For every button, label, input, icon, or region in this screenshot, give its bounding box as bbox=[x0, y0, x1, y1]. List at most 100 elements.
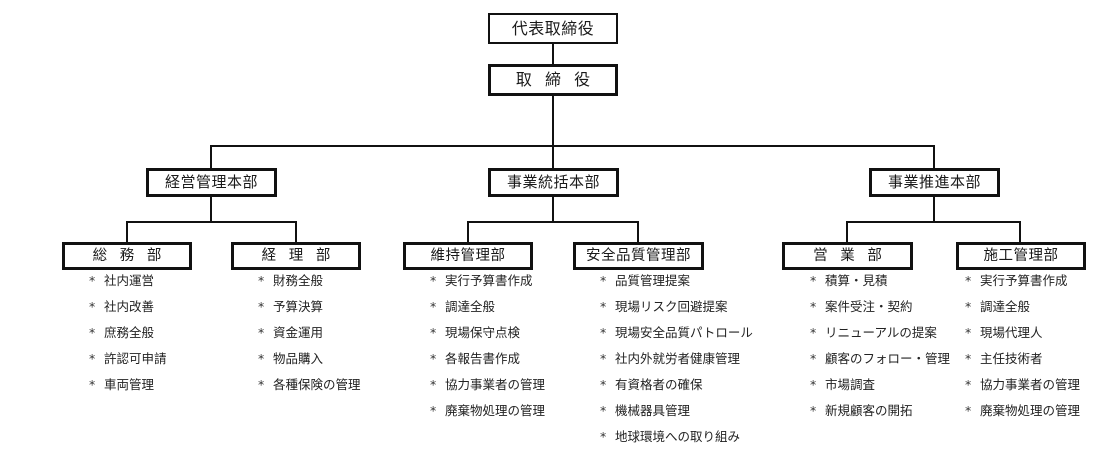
duty-item: * 現場代理人 bbox=[965, 325, 1080, 353]
connector-keiei-down bbox=[210, 196, 212, 221]
duty-item: *廃棄物処理の管理 bbox=[965, 403, 1080, 431]
node-director[interactable]: 取 締 役 bbox=[488, 64, 618, 96]
node-department-keiri-label: 経 理 部 bbox=[261, 247, 335, 264]
asterisk-icon: * bbox=[430, 273, 437, 288]
asterisk-icon: * bbox=[430, 351, 437, 366]
node-department-soumu-label: 総 務 部 bbox=[92, 247, 166, 264]
asterisk-icon: * bbox=[965, 403, 972, 418]
duty-item: * 実行予算書作成 bbox=[430, 273, 545, 301]
duty-item: * 現場保守点検 bbox=[430, 325, 545, 353]
node-division-jigyo-tokatsu-label: 事業統括本部 bbox=[506, 173, 600, 191]
duty-item-label: 各報告書作成 bbox=[445, 351, 521, 366]
connector-drop-ijikanri bbox=[467, 221, 469, 242]
node-director-label: 取 締 役 bbox=[515, 70, 595, 89]
duty-item-label: 市場調査 bbox=[825, 377, 876, 392]
duty-item-label: リニューアルの提案 bbox=[825, 325, 937, 340]
duty-item: * 調達全般 bbox=[430, 299, 545, 327]
asterisk-icon: * bbox=[430, 403, 437, 418]
duty-item: *現場安全品質パトロール bbox=[600, 325, 753, 353]
node-department-anzenhinshitsu-label: 安全品質管理部 bbox=[586, 247, 691, 264]
duty-item-label: 財務全般 bbox=[273, 273, 324, 288]
duty-item: * 許認可申請 bbox=[89, 351, 167, 379]
duty-item: *顧客のフォロー・管理 bbox=[810, 352, 950, 379]
connector-drop-eigyo bbox=[846, 221, 848, 242]
node-department-keiri[interactable]: 経 理 部 bbox=[231, 242, 361, 270]
duty-item-label: 新規顧客の開拓 bbox=[825, 403, 913, 418]
duty-item-label: 機械器具管理 bbox=[615, 403, 691, 418]
node-department-sekokanri[interactable]: 施工管理部 bbox=[956, 242, 1086, 270]
node-division-jigyo-suishin-label: 事業推進本部 bbox=[887, 173, 981, 191]
connector-drop-jigyo-tokatsu bbox=[552, 145, 554, 168]
duty-item: *廃棄物処理の管理 bbox=[430, 403, 545, 431]
node-department-soumu[interactable]: 総 務 部 bbox=[62, 242, 192, 270]
asterisk-icon: * bbox=[810, 273, 817, 288]
asterisk-icon: * bbox=[430, 299, 437, 314]
connector-drop-soumu bbox=[126, 221, 128, 242]
asterisk-icon: * bbox=[89, 351, 96, 366]
connector-jigyo-suishin-down bbox=[933, 196, 935, 221]
node-department-ijikanri-label: 維持管理部 bbox=[430, 247, 506, 264]
node-department-ijikanri[interactable]: 維持管理部 bbox=[403, 242, 533, 270]
duty-item-label: 品質管理提案 bbox=[615, 273, 691, 288]
asterisk-icon: * bbox=[965, 299, 972, 314]
duty-item: * 有資格者の確保 bbox=[600, 377, 753, 405]
connector-jigyo-tokatsu-down bbox=[552, 196, 554, 221]
duty-item-label: 現場リスク回避提案 bbox=[615, 299, 728, 314]
asterisk-icon: * bbox=[258, 273, 265, 288]
asterisk-icon: * bbox=[430, 377, 437, 392]
duty-item: * 庶務全般 bbox=[89, 325, 167, 353]
duty-item: *協力事業者の管理 bbox=[965, 378, 1080, 405]
duty-item: *予算決算 bbox=[258, 300, 361, 327]
duty-list-keiri: *財務全般 *予算決算 *資金運用 *物品購入 *各種保険の管理 bbox=[258, 273, 361, 405]
connector-drop-keiei bbox=[210, 145, 212, 168]
node-division-keiei-label: 経営管理本部 bbox=[164, 173, 258, 191]
asterisk-icon: * bbox=[600, 377, 607, 392]
asterisk-icon: * bbox=[600, 351, 607, 366]
connector-keiei-bus bbox=[126, 221, 296, 223]
duty-item: *車両管理 bbox=[89, 378, 167, 405]
connector-drop-keiri bbox=[295, 221, 297, 242]
duty-item-label: 調達全般 bbox=[445, 299, 496, 314]
duty-item: * 市場調査 bbox=[810, 377, 950, 405]
duty-item: *案件受注・契約 bbox=[810, 299, 950, 327]
duty-item-label: 現場保守点検 bbox=[445, 325, 521, 340]
asterisk-icon: * bbox=[600, 325, 607, 340]
duty-item-label: 地球環境への取り組み bbox=[615, 429, 741, 444]
duty-item-label: 庶務全般 bbox=[104, 325, 155, 340]
asterisk-icon: * bbox=[810, 377, 817, 392]
duty-item: *物品購入 bbox=[258, 352, 361, 379]
duty-item: * 各報告書作成 bbox=[430, 351, 545, 379]
node-department-eigyo[interactable]: 営 業 部 bbox=[782, 242, 913, 270]
node-division-jigyo-tokatsu[interactable]: 事業統括本部 bbox=[488, 168, 619, 197]
asterisk-icon: * bbox=[258, 377, 265, 392]
duty-item: *調達全般 bbox=[965, 299, 1080, 327]
node-ceo-label: 代表取締役 bbox=[511, 18, 595, 38]
connector-division-bus bbox=[210, 145, 935, 147]
duty-item-label: 資金運用 bbox=[273, 325, 324, 340]
asterisk-icon: * bbox=[430, 325, 437, 340]
duty-list-eigyo: *積算・見積 *案件受注・契約 *リニューアルの提案 *顧客のフォロー・管理 *… bbox=[810, 273, 950, 431]
duty-item-label: 社内改善 bbox=[104, 299, 155, 314]
connector-ceo-to-director bbox=[552, 43, 554, 64]
duty-item-label: 主任技術者 bbox=[980, 351, 1043, 366]
duty-item: *社内運営 bbox=[89, 274, 167, 301]
duty-item: *リニューアルの提案 bbox=[810, 325, 950, 353]
node-ceo[interactable]: 代表取締役 bbox=[488, 13, 618, 44]
asterisk-icon: * bbox=[810, 299, 817, 314]
duty-item-label: 現場代理人 bbox=[980, 325, 1043, 340]
node-division-keiei[interactable]: 経営管理本部 bbox=[146, 168, 277, 197]
duty-item: * 財務全般 bbox=[258, 273, 361, 301]
connector-drop-jigyo-suishin bbox=[933, 145, 935, 168]
duty-item-label: 許認可申請 bbox=[104, 351, 167, 366]
node-department-anzenhinshitsu[interactable]: 安全品質管理部 bbox=[573, 242, 704, 270]
duty-list-anzenhinshitsu: * 品質管理提案 * 現場リスク回避提案 *現場安全品質パトロール *社内外就労者健… bbox=[600, 273, 753, 457]
duty-item: *社内外就労者健康管理 bbox=[600, 351, 753, 379]
duty-item-label: 有資格者の確保 bbox=[615, 377, 703, 392]
node-division-jigyo-suishin[interactable]: 事業推進本部 bbox=[869, 168, 1000, 197]
duty-item: *協力事業者の管理 bbox=[430, 377, 545, 405]
asterisk-icon: * bbox=[89, 325, 96, 340]
duty-item: *機械器具管理 bbox=[600, 403, 753, 431]
duty-item-label: 実行予算書作成 bbox=[445, 273, 533, 288]
asterisk-icon: * bbox=[89, 299, 96, 314]
asterisk-icon: * bbox=[965, 325, 972, 340]
